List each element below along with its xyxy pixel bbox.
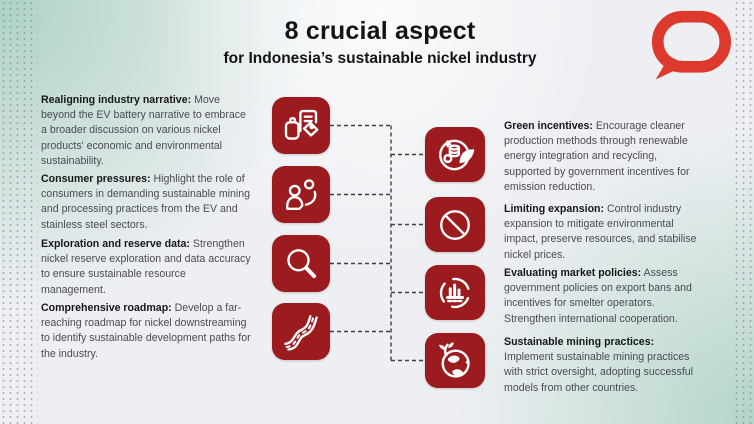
block-heading: Consumer pressures: xyxy=(41,173,151,185)
consumer-person-icon xyxy=(272,166,330,223)
winding-road-icon xyxy=(272,303,330,360)
block-body: Move beyond the EV battery narrative to … xyxy=(41,94,246,167)
dot-pattern-right xyxy=(733,0,754,424)
prohibition-icon xyxy=(425,197,485,252)
block-heading: Green incentives: xyxy=(504,120,593,132)
dot-pattern-left xyxy=(0,0,38,424)
block-body: Implement sustainable mining practices w… xyxy=(504,351,694,394)
header: 8 crucial aspect for Indonesia’s sustain… xyxy=(90,17,670,68)
block-body: Control industry expansion to mitigate e… xyxy=(504,203,697,261)
block-heading: Exploration and reserve data: xyxy=(41,238,190,250)
text-block-sustainable-mining: Sustainable mining practices: Implement … xyxy=(504,335,704,396)
block-heading: Limiting expansion: xyxy=(504,203,605,215)
text-block-realigning-narrative: Realigning industry narrative: Move beyo… xyxy=(41,93,253,169)
block-heading: Realigning industry narrative: xyxy=(41,94,192,106)
block-body: Strengthen nickel reserve exploration an… xyxy=(41,238,251,296)
text-block-limiting-expansion: Limiting expansion: Control industry exp… xyxy=(504,202,704,263)
text-block-market-policies: Evaluating market policies: Assess gover… xyxy=(504,266,704,327)
text-block-consumer-pressures: Consumer pressures: Highlight the role o… xyxy=(41,172,253,233)
chart-cycle-icon xyxy=(425,265,485,320)
block-heading: Sustainable mining practices: xyxy=(504,336,655,348)
coins-leaf-icon xyxy=(425,127,485,182)
magnifier-icon xyxy=(272,235,330,292)
battery-document-tag-icon xyxy=(272,97,330,154)
speech-bubble-logo-icon xyxy=(650,8,732,86)
block-body: Develop a far-reaching roadmap for nicke… xyxy=(41,302,251,360)
text-block-comprehensive-roadmap: Comprehensive roadmap: Develop a far-rea… xyxy=(41,301,253,362)
block-body: Highlight the role of consumers in deman… xyxy=(41,173,251,231)
block-body: Assess government policies on export ban… xyxy=(504,267,692,325)
globe-sprout-icon xyxy=(425,333,485,388)
block-heading: Evaluating market policies: xyxy=(504,267,642,279)
block-heading: Comprehensive roadmap: xyxy=(41,302,172,314)
page-title: 8 crucial aspect xyxy=(284,17,476,45)
text-block-green-incentives: Green incentives: Encourage cleaner prod… xyxy=(504,119,704,195)
page-subtitle: for Indonesia’s sustainable nickel indus… xyxy=(223,50,537,67)
block-body: Encourage cleaner production methods thr… xyxy=(504,120,690,193)
text-block-exploration-data: Exploration and reserve data: Strengthen… xyxy=(41,237,253,298)
